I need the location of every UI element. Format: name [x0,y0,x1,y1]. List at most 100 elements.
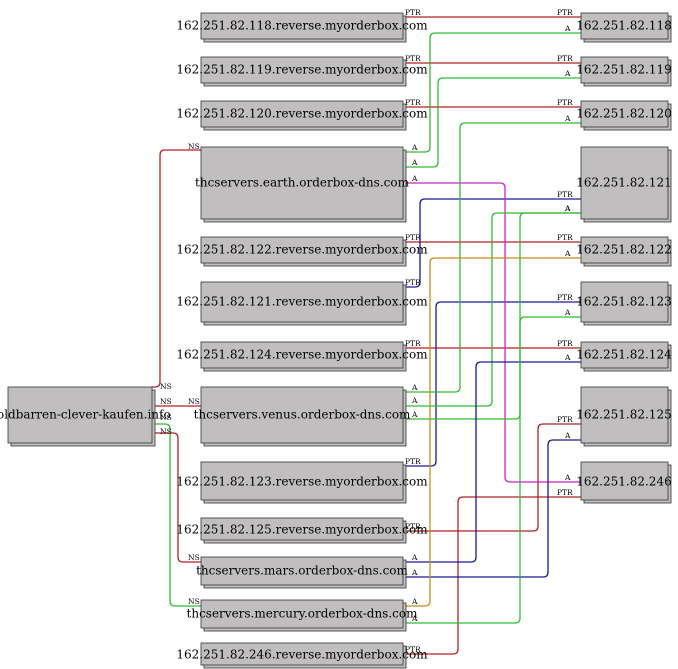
ip-120-label: 162.251.82.120 [576,107,671,121]
edge-label-a-src: A [411,174,418,183]
ptr-124-label: 162.251.82.124.reverse.myorderbox.com [176,348,428,362]
ptr-118-node[interactable]: 162.251.82.118.reverse.myorderbox.com [176,12,428,43]
edge-label-a-dst: A [564,308,571,317]
ns-mercury-node[interactable]: thcservers.mercury.orderbox-dns.com [187,599,419,632]
ptr-123-label: 162.251.82.123.reverse.myorderbox.com [176,475,428,489]
edge-label-ptr-dst: PTR [557,488,573,497]
ip-125-node[interactable]: 162.251.82.125 [576,386,672,447]
ns-mercury-label: thcservers.mercury.orderbox-dns.com [187,607,419,621]
ip-124-label: 162.251.82.124 [576,348,672,362]
ns-mars-label: thcservers.mars.orderbox-dns.com [196,564,408,578]
edge-label-a-dst: A [564,353,571,362]
ip-118-label: 162.251.82.118 [576,19,671,33]
edge-ns_mars-to-ip124 [402,361,582,563]
edge-ns_mercury-to-ip122 [402,257,582,607]
edge-label-a-dst: A [564,24,571,33]
ptr-119-node[interactable]: 162.251.82.119.reverse.myorderbox.com [176,56,428,87]
edge-label-a-dst: A [564,204,571,213]
edge-label-a-src: A [411,553,418,562]
edge-label-a-src: A [411,158,418,167]
ptr-246-label: 162.251.82.246.reverse.myorderbox.com [176,648,428,662]
ip-125-label: 162.251.82.125 [576,408,671,422]
ip-119-label: 162.251.82.119 [576,63,671,77]
ip-246-node[interactable]: 162.251.82.246 [576,461,672,504]
ptr-121-node[interactable]: 162.251.82.121.reverse.myorderbox.com [176,281,428,326]
edge-label-ptr-src: PTR [405,645,421,654]
edge-label-ns-src: NS [160,413,172,422]
edge-label-ns-dst: NS [188,397,200,406]
edge-label-ptr-dst: PTR [557,98,573,107]
ptr-119-label: 162.251.82.119.reverse.myorderbox.com [176,63,428,77]
edge-label-a-src: A [411,614,418,623]
ptr-125-node[interactable]: 162.251.82.125.reverse.myorderbox.com [176,517,428,544]
edge-label-ptr-src: PTR [405,278,421,287]
ip-122-label: 162.251.82.122 [576,243,671,257]
ip-124-node[interactable]: 162.251.82.124 [576,341,672,372]
ptr-120-label: 162.251.82.120.reverse.myorderbox.com [176,107,428,121]
edge-label-ptr-src: PTR [405,457,421,466]
edge-label-ns-src: NS [160,397,172,406]
edge-label-ptr-dst: PTR [557,293,573,302]
edge-label-a-dst: A [564,114,571,123]
edge-ptr121-to-ip121 [402,198,582,288]
edge-label-a-src: A [411,597,418,606]
ip-246-label: 162.251.82.246 [576,475,671,489]
edge-label-a-dst: A [564,431,571,440]
ns-venus-node[interactable]: thcservers.venus.orderbox-dns.com [194,386,411,447]
domain-label: goldbarren-clever-kaufen.info [0,408,171,422]
edge-ns_mercury-to-ip121 [402,212,582,624]
edge-label-ptr-dst: PTR [557,233,573,242]
ip-121-node[interactable]: 162.251.82.121 [576,146,672,223]
edge-ns_mars-to-ip125 [402,439,582,578]
edge-label-ptr-dst: PTR [557,8,573,17]
edge-label-ptr-src: PTR [405,522,421,531]
ip-123-label: 162.251.82.123 [576,295,671,309]
edge-label-a-src: A [411,396,418,405]
edge-label-ptr-src: PTR [405,233,421,242]
ip-123-node[interactable]: 162.251.82.123 [576,281,672,326]
ptr-124-node[interactable]: 162.251.82.124.reverse.myorderbox.com [176,341,428,372]
edge-label-a-src: A [411,383,418,392]
edge-label-ptr-src: PTR [405,98,421,107]
edge-label-ns-dst: NS [188,597,200,606]
ptr-122-label: 162.251.82.122.reverse.myorderbox.com [176,243,428,257]
ns-earth-label: thcservers.earth.orderbox-dns.com [195,176,410,190]
ip-120-node[interactable]: 162.251.82.120 [576,100,672,131]
ns-venus-label: thcservers.venus.orderbox-dns.com [194,408,411,422]
edge-label-a-dst: A [564,473,571,482]
nodes-layer: goldbarren-clever-kaufen.info thcservers… [0,12,672,669]
ptr-123-node[interactable]: 162.251.82.123.reverse.myorderbox.com [176,461,428,504]
edge-ns_earth-to-ip119 [402,77,582,168]
edge-label-a-src: A [411,143,418,152]
ip-119-node[interactable]: 162.251.82.119 [576,56,672,87]
ptr-246-node[interactable]: 162.251.82.246.reverse.myorderbox.com [176,642,428,669]
edge-label-ns-dst: NS [188,553,200,562]
edge-ptr246-to-ip246 [402,496,582,655]
edge-label-ns-dst: NS [188,142,200,151]
edge-domain-to-ns_earth [151,149,202,388]
edge-label-a-dst: A [564,249,571,258]
ns-earth-node[interactable]: thcservers.earth.orderbox-dns.com [195,146,410,223]
ptr-120-node[interactable]: 162.251.82.120.reverse.myorderbox.com [176,100,428,131]
ns-mars-node[interactable]: thcservers.mars.orderbox-dns.com [196,556,409,589]
edge-label-a-src: A [411,410,418,419]
ip-121-label: 162.251.82.121 [576,176,671,190]
edge-label-ns-src: NS [160,427,172,436]
edge-label-a-dst: A [564,204,571,213]
ip-122-node[interactable]: 162.251.82.122 [576,236,672,267]
ip-118-node[interactable]: 162.251.82.118 [576,12,672,43]
ptr-125-label: 162.251.82.125.reverse.myorderbox.com [176,523,428,537]
domain-node[interactable]: goldbarren-clever-kaufen.info [0,386,171,447]
edge-ns_venus-to-ip121 [402,212,582,407]
edge-ns_earth-to-ip118 [402,32,582,153]
edge-label-ns-src: NS [160,382,172,391]
ptr-122-node[interactable]: 162.251.82.122.reverse.myorderbox.com [176,236,428,267]
edge-ns_earth-to-ip246 [402,182,582,483]
edge-label-ptr-dst: PTR [557,339,573,348]
edge-label-ptr-dst: PTR [557,54,573,63]
ptr-118-label: 162.251.82.118.reverse.myorderbox.com [176,19,428,33]
edge-label-ptr-src: PTR [405,339,421,348]
edge-label-ptr-src: PTR [405,8,421,17]
edge-label-ptr-dst: PTR [557,415,573,424]
